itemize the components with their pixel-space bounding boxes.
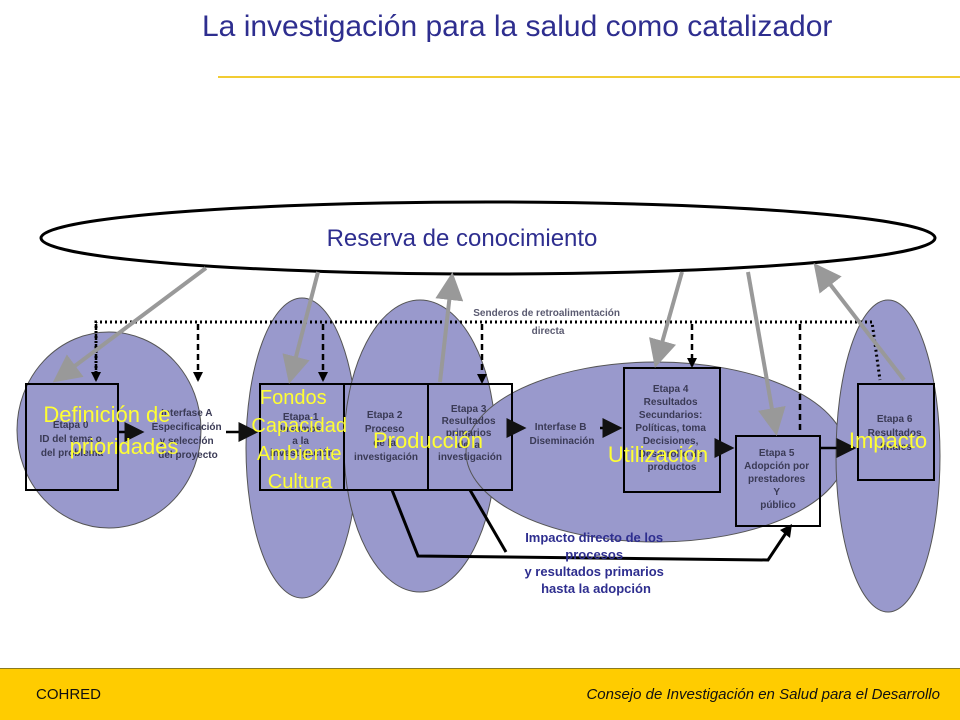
etapa4-label: Etapa 4 Resultados Secundarios: Política…: [635, 384, 708, 473]
footer-right-text: Consejo de Investigación en Salud para e…: [586, 686, 940, 703]
etapa6-box: [857, 383, 935, 481]
knowledge-reserve-ellipse: [39, 200, 937, 276]
grey-arrow-reserve-etapa0: [52, 266, 208, 383]
etapa6-label: Etapa 6 Resultados finales: [868, 414, 925, 453]
etapa1-label: Etapa 1 Insumos a la investigación: [270, 412, 334, 459]
footer-bar: [0, 668, 960, 720]
etapa3-label: Etapa 3 Resultados primarios de la inves…: [438, 404, 502, 463]
grey-arrow-etapa6-reserve: [813, 262, 906, 382]
etapa2-label: Etapa 2 Proceso de la investigación: [354, 410, 418, 463]
impact-note: Impacto directo de los procesos y result…: [524, 530, 667, 596]
overlay-produccion: Producción: [373, 428, 483, 453]
overlay-definicion: Definición de prioridades: [43, 402, 178, 459]
overlay-impacto: Impacto: [849, 428, 927, 453]
diagram: Reserva de conocimiento Senderos de retr…: [16, 200, 941, 613]
interfaseA-label: Interfase A Especificación y selección d…: [152, 408, 225, 461]
etapa4-box: [623, 367, 721, 493]
impact-bracket-2: [468, 489, 508, 553]
footer-left-text: COHRED: [36, 686, 102, 703]
interfaseB-label: Interfase B Diseminación: [529, 422, 594, 447]
etapa0-label: Etapa 0 ID del tema o del problema: [39, 420, 104, 459]
overlay-utilizacion: Utilización: [608, 442, 708, 467]
feedback-dotted-line: [94, 320, 882, 381]
etapa5-label: Etapa 5 Adopción por prestadores Y públi…: [744, 448, 812, 511]
grey-arrow-reserve-etapa5: [746, 271, 786, 436]
grey-arrow-reserve-etapa1: [282, 271, 320, 384]
etapa5-box: [735, 435, 821, 527]
etapa0-box: [25, 383, 119, 491]
footer-rule: [0, 668, 960, 669]
grey-arrow-etapa3-reserve: [435, 272, 464, 383]
feedback-label: Senderos de retroalimentación directa: [473, 308, 623, 337]
knowledge-reserve-label: Reserva de conocimiento: [327, 225, 598, 252]
impact-ellipse: [835, 299, 941, 613]
title-underline: [218, 76, 960, 78]
impact-bracket: [390, 489, 790, 562]
page-title: La investigación para la salud como cata…: [202, 10, 833, 43]
grey-arrow-reserve-etapa4: [649, 271, 684, 368]
overlay-fondos: Fondos Capacidad Ambiente Cultura: [251, 387, 352, 493]
